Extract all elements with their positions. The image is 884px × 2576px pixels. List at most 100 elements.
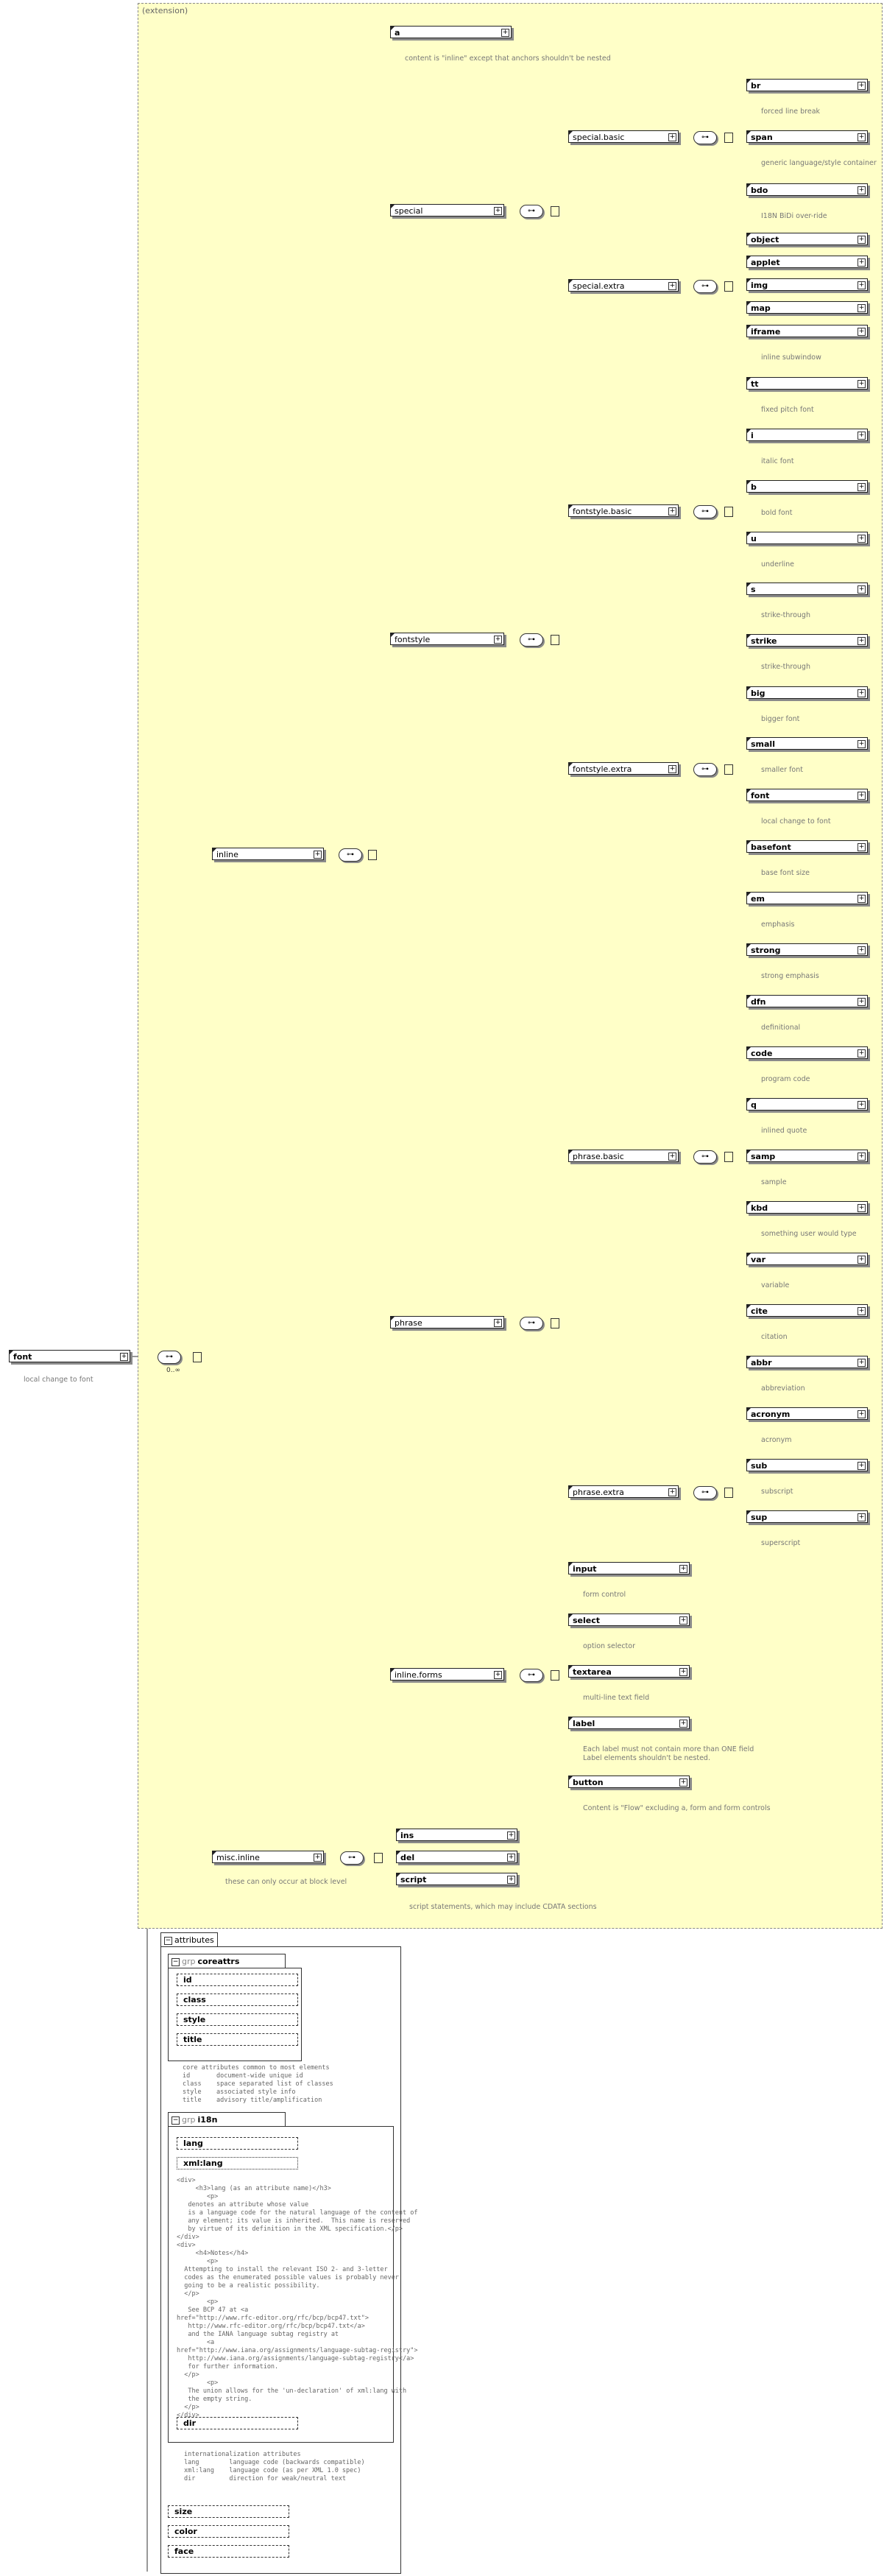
expand-icon[interactable]: + bbox=[858, 998, 866, 1006]
element-bdo[interactable]: bdo+ bbox=[746, 183, 868, 196]
expand-icon[interactable]: + bbox=[858, 740, 866, 748]
element-var[interactable]: var+ bbox=[746, 1253, 868, 1265]
expand-icon[interactable]: + bbox=[858, 1513, 866, 1521]
expand-icon[interactable]: + bbox=[120, 1353, 128, 1361]
expand-icon[interactable]: + bbox=[858, 1410, 866, 1418]
expand-icon[interactable]: + bbox=[507, 1831, 515, 1840]
expand-icon[interactable]: + bbox=[494, 636, 502, 644]
element-script[interactable]: script+ bbox=[396, 1873, 517, 1885]
element-object[interactable]: object+ bbox=[746, 233, 868, 245]
attribute-color[interactable]: color bbox=[168, 2525, 289, 2538]
element-kbd[interactable]: kbd+ bbox=[746, 1201, 868, 1214]
expand-icon[interactable]: + bbox=[858, 689, 866, 697]
element-sub[interactable]: sub+ bbox=[746, 1459, 868, 1471]
expand-icon[interactable]: + bbox=[668, 765, 676, 773]
expand-icon[interactable]: + bbox=[314, 1854, 322, 1862]
group-inline-forms[interactable]: inline.forms+ bbox=[390, 1668, 504, 1681]
expand-icon[interactable]: + bbox=[679, 1616, 687, 1625]
expand-icon[interactable]: + bbox=[858, 637, 866, 645]
expand-icon[interactable]: + bbox=[858, 304, 866, 312]
collapse-icon[interactable]: − bbox=[172, 1957, 180, 1966]
element-del[interactable]: del+ bbox=[396, 1851, 517, 1863]
expand-icon[interactable]: + bbox=[858, 1101, 866, 1109]
element-select[interactable]: select+ bbox=[568, 1613, 690, 1626]
element-em[interactable]: em+ bbox=[746, 892, 868, 904]
element-basefont[interactable]: basefont+ bbox=[746, 840, 868, 853]
element-small[interactable]: small+ bbox=[746, 737, 868, 750]
expand-icon[interactable]: + bbox=[858, 483, 866, 491]
element-span[interactable]: span+ bbox=[746, 130, 868, 143]
attribute-id[interactable]: id bbox=[177, 1974, 298, 1986]
expand-icon[interactable]: + bbox=[858, 186, 866, 194]
expand-icon[interactable]: + bbox=[858, 1256, 866, 1264]
element-u[interactable]: u+ bbox=[746, 532, 868, 544]
collapse-icon[interactable]: − bbox=[164, 1936, 172, 1945]
expand-icon[interactable]: + bbox=[858, 1462, 866, 1470]
expand-icon[interactable]: + bbox=[501, 29, 509, 37]
element-s[interactable]: s+ bbox=[746, 583, 868, 595]
collapse-icon[interactable]: − bbox=[172, 2116, 180, 2125]
expand-icon[interactable]: + bbox=[858, 1152, 866, 1161]
expand-icon[interactable]: + bbox=[314, 851, 322, 859]
group-inline[interactable]: inline+ bbox=[212, 848, 324, 860]
element-b[interactable]: b+ bbox=[746, 480, 868, 493]
attribute-lang[interactable]: lang bbox=[177, 2137, 298, 2150]
group-misc-inline[interactable]: misc.inline+ bbox=[212, 1851, 324, 1863]
group-special-extra[interactable]: special.extra+ bbox=[568, 279, 679, 292]
expand-icon[interactable]: + bbox=[858, 1359, 866, 1367]
element-sup[interactable]: sup+ bbox=[746, 1510, 868, 1523]
element-applet[interactable]: applet+ bbox=[746, 256, 868, 268]
element-tt[interactable]: tt+ bbox=[746, 377, 868, 390]
attribute-face[interactable]: face bbox=[168, 2545, 289, 2558]
root-element-font[interactable]: font+ bbox=[9, 1350, 130, 1362]
expand-icon[interactable]: + bbox=[858, 946, 866, 954]
expand-icon[interactable]: + bbox=[858, 792, 866, 800]
expand-icon[interactable]: + bbox=[679, 1668, 687, 1676]
element-input[interactable]: input+ bbox=[568, 1562, 690, 1574]
group-phrase-basic[interactable]: phrase.basic+ bbox=[568, 1150, 679, 1162]
group-phrase[interactable]: phrase+ bbox=[390, 1316, 504, 1329]
element-acronym[interactable]: acronym+ bbox=[746, 1407, 868, 1420]
element-i[interactable]: i+ bbox=[746, 429, 868, 441]
expand-icon[interactable]: + bbox=[668, 507, 676, 515]
group-special-basic[interactable]: special.basic+ bbox=[568, 130, 679, 143]
element-samp[interactable]: samp+ bbox=[746, 1150, 868, 1162]
expand-icon[interactable]: + bbox=[668, 282, 676, 290]
expand-icon[interactable]: + bbox=[494, 207, 502, 215]
group-special[interactable]: special+ bbox=[390, 204, 504, 217]
expand-icon[interactable]: + bbox=[679, 1720, 687, 1728]
expand-icon[interactable]: + bbox=[668, 1488, 676, 1496]
expand-icon[interactable]: + bbox=[507, 1876, 515, 1884]
attribute-class[interactable]: class bbox=[177, 1993, 298, 2006]
element-abbr[interactable]: abbr+ bbox=[746, 1356, 868, 1368]
element-label[interactable]: label+ bbox=[568, 1717, 690, 1729]
element-iframe[interactable]: iframe+ bbox=[746, 325, 868, 337]
expand-icon[interactable]: + bbox=[858, 1307, 866, 1315]
expand-icon[interactable]: + bbox=[858, 432, 866, 440]
element-a[interactable]: a+ bbox=[390, 26, 512, 38]
element-img[interactable]: img+ bbox=[746, 278, 868, 291]
expand-icon[interactable]: + bbox=[858, 1049, 866, 1058]
expand-icon[interactable]: + bbox=[679, 1565, 687, 1573]
expand-icon[interactable]: + bbox=[494, 1319, 502, 1327]
element-strike[interactable]: strike+ bbox=[746, 634, 868, 647]
group-fontstyle-extra[interactable]: fontstyle.extra+ bbox=[568, 762, 679, 775]
expand-icon[interactable]: + bbox=[858, 380, 866, 388]
attribute-xml-lang[interactable]: xml:lang bbox=[177, 2157, 298, 2169]
element-font[interactable]: font+ bbox=[746, 789, 868, 801]
element-button[interactable]: button+ bbox=[568, 1776, 690, 1788]
expand-icon[interactable]: + bbox=[858, 585, 866, 594]
expand-icon[interactable]: + bbox=[858, 535, 866, 543]
group-fontstyle[interactable]: fontstyle+ bbox=[390, 633, 504, 645]
expand-icon[interactable]: + bbox=[858, 895, 866, 903]
element-dfn[interactable]: dfn+ bbox=[746, 995, 868, 1007]
attribute-dir[interactable]: dir bbox=[177, 2417, 298, 2429]
expand-icon[interactable]: + bbox=[668, 133, 676, 141]
expand-icon[interactable]: + bbox=[858, 236, 866, 244]
expand-icon[interactable]: + bbox=[858, 133, 866, 141]
expand-icon[interactable]: + bbox=[494, 1671, 502, 1679]
expand-icon[interactable]: + bbox=[507, 1854, 515, 1862]
element-q[interactable]: q+ bbox=[746, 1098, 868, 1111]
element-code[interactable]: code+ bbox=[746, 1046, 868, 1059]
element-big[interactable]: big+ bbox=[746, 686, 868, 699]
